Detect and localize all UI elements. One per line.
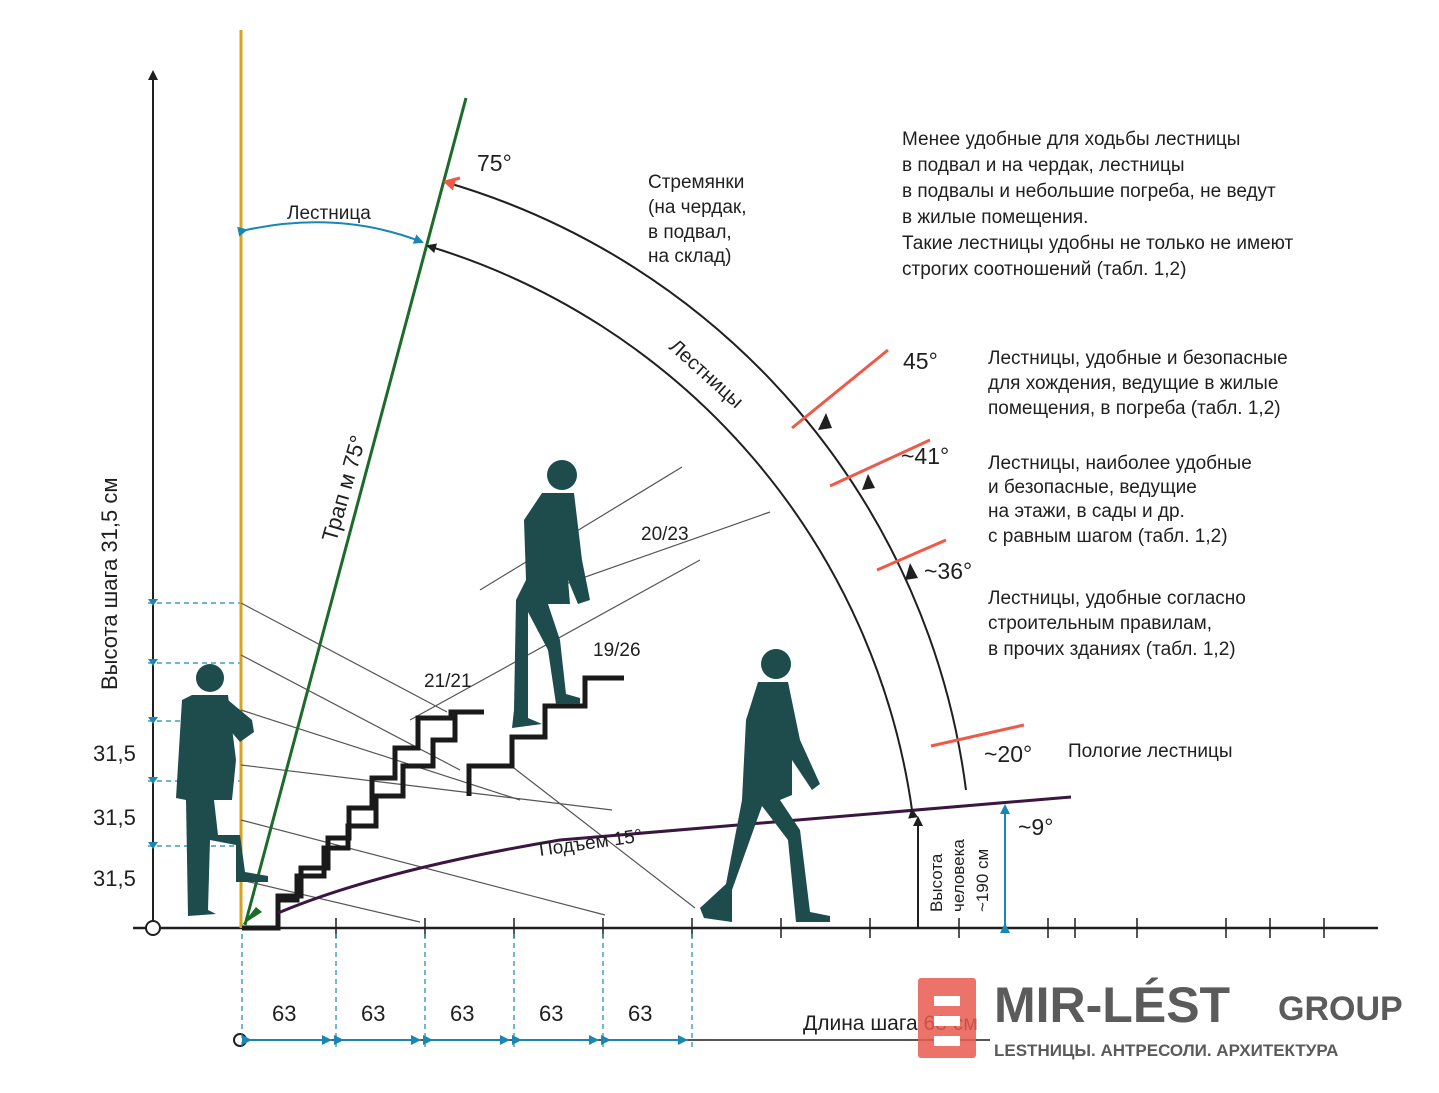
svg-text:строительным правилам,: строительным правилам,: [988, 613, 1212, 634]
rise-value-1: 31,5: [93, 741, 136, 766]
stepladder-note: Стремянки (на чердак, в подвал, на склад…: [648, 172, 747, 267]
origin-marker: [145, 920, 161, 936]
svg-text:в прочих зданиях (табл. 1,2): в прочих зданиях (табл. 1,2): [988, 639, 1236, 660]
vertical-axis-label: Высота шага 31,5 см: [97, 478, 122, 691]
svg-text:с равным шагом (табл. 1,2): с равным шагом (табл. 1,2): [988, 526, 1228, 547]
marker-36: [876, 538, 947, 572]
svg-text:Лестницы, удобные согласно: Лестницы, удобные согласно: [988, 588, 1246, 609]
svg-text:Менее удобные для ходьбы лестн: Менее удобные для ходьбы лестницы: [902, 129, 1240, 150]
angle-75: 75°: [477, 150, 512, 176]
svg-text:Высота: Высота: [927, 853, 946, 912]
svg-text:строгих соотношений (табл. 1,2: строгих соотношений (табл. 1,2): [902, 259, 1186, 280]
brand-mark-icon: [918, 978, 976, 1058]
svg-text:в подвал и на чердак, лестницы: в подвал и на чердак, лестницы: [902, 155, 1185, 176]
svg-text:Лестницы, удобные и безопасные: Лестницы, удобные и безопасные: [988, 348, 1288, 369]
rise-value-3: 31,5: [93, 866, 136, 891]
stairs-arc-label: Лестницы: [665, 335, 748, 413]
svg-text:помещения, в погреба (табл. 1,: помещения, в погреба (табл. 1,2): [988, 398, 1281, 419]
angle-markers: [791, 348, 1025, 748]
run-value-4: 63: [539, 1001, 563, 1026]
trap-75-line: [243, 97, 468, 926]
brand-group: GROUP: [1278, 990, 1403, 1028]
svg-text:и безопасные, ведущие: и безопасные, ведущие: [988, 477, 1197, 498]
ratio-21-21: 21/21: [424, 671, 472, 692]
svg-text:в подвалы и небольшие погреба,: в подвалы и небольшие погреба, не ведут: [902, 181, 1276, 202]
run-value-5: 63: [628, 1001, 652, 1026]
ratio-19-26: 19/26: [593, 640, 641, 661]
svg-text:в подвал,: в подвал,: [648, 222, 732, 243]
svg-text:человека: человека: [949, 839, 968, 912]
trap-arrowhead: [242, 907, 262, 925]
rise-value-2: 31,5: [93, 805, 136, 830]
svg-text:Лестницы, наиболее удобные: Лестницы, наиболее удобные: [988, 453, 1252, 474]
marker-41: [829, 438, 931, 488]
note-36: Лестницы, удобные согласно строительным …: [988, 588, 1246, 660]
person-height-label: Высота человека ~190 см: [927, 839, 992, 912]
svg-text:на склад): на склад): [648, 246, 731, 267]
brand-logo: MIR-LÉST GROUP LESTНИЦЫ. АНТРЕСОЛИ. АРХИ…: [918, 977, 1403, 1060]
angle-36: ~36°: [924, 558, 972, 584]
ramp-line: [277, 795, 1072, 915]
angle-45: 45°: [903, 348, 938, 374]
brand-tagline: LESTНИЦЫ. АНТРЕСОЛИ. АРХИТЕКТУРА: [994, 1041, 1338, 1060]
person-climbing-stairs: [512, 460, 590, 728]
rise-ticks: [148, 599, 158, 849]
run-value-2: 63: [361, 1001, 385, 1026]
svg-text:в жилые помещения.: в жилые помещения.: [902, 207, 1088, 228]
brand-name: MIR-LÉST: [994, 977, 1230, 1033]
ladder-arc-label: Лестница: [287, 203, 371, 224]
angle-20: ~20°: [984, 741, 1032, 767]
inner-arc: [426, 243, 919, 819]
angle-41: ~41°: [901, 443, 949, 469]
angle-9: ~9°: [1018, 814, 1053, 840]
ladder-arc: [237, 221, 424, 244]
note-45: Лестницы, удобные и безопасные для хожде…: [988, 348, 1288, 419]
marker-45: [791, 348, 889, 430]
person-climbing-ladder: [176, 664, 268, 916]
svg-text:(на чердак,: (на чердак,: [648, 197, 747, 218]
axes: [133, 70, 1378, 1050]
run-guides: [241, 934, 693, 1050]
svg-text:Стремянки: Стремянки: [648, 172, 744, 193]
note-20: Пологие лестницы: [1068, 741, 1233, 762]
note-41: Лестницы, наиболее удобные и безопасные,…: [988, 453, 1252, 547]
marker-20: [930, 723, 1025, 748]
ratio-20-23: 20/23: [641, 524, 689, 545]
svg-text:на этажи, в сады и др.: на этажи, в сады и др.: [988, 501, 1185, 522]
red-arrow-stub: [444, 176, 461, 184]
top-note: Менее удобные для ходьбы лестницы в подв…: [902, 129, 1293, 280]
ramp-label: Подъем 15°: [538, 826, 644, 861]
svg-text:для хождения, ведущие в жилые: для хождения, ведущие в жилые: [988, 373, 1278, 394]
person-walking: [700, 649, 830, 922]
run-value-3: 63: [450, 1001, 474, 1026]
trap-label: Трап м 75°: [317, 432, 371, 544]
arc-arrowheads: [818, 413, 918, 580]
svg-text:~190 см: ~190 см: [973, 849, 992, 912]
run-value-1: 63: [272, 1001, 296, 1026]
svg-text:Такие лестницы удобны не тольк: Такие лестницы удобны не только не имеют: [902, 233, 1293, 254]
